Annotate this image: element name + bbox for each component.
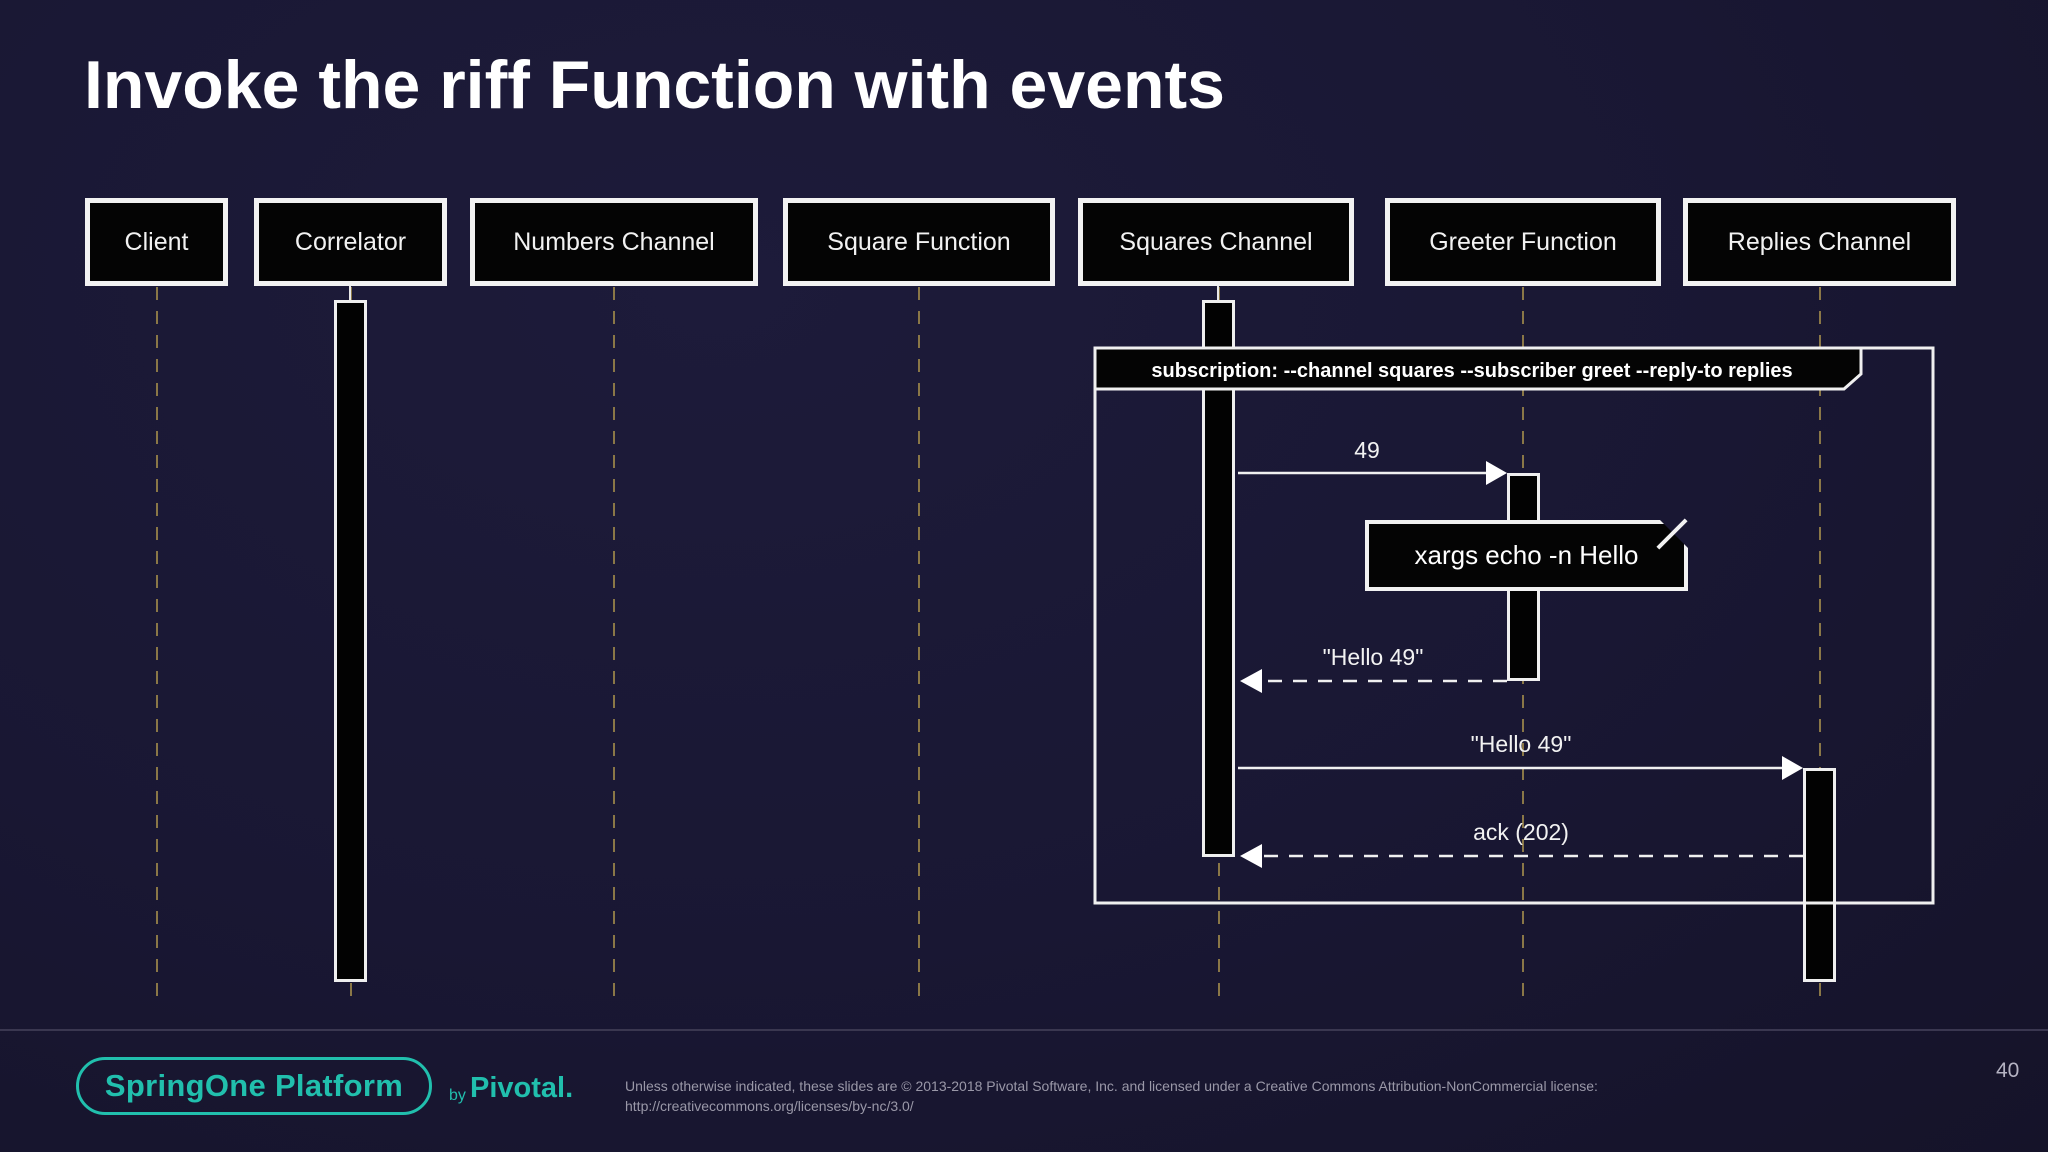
activation-stub-squares-channel <box>1217 286 1219 301</box>
actor-box-correlator: Correlator <box>254 198 447 286</box>
lifeline-numbers-channel <box>613 287 615 1005</box>
activation-correlator <box>334 300 367 982</box>
pivotal-logo-text: Pivotal. <box>470 1072 574 1104</box>
lifeline-square-function <box>918 287 920 1005</box>
actor-box-replies-channel: Replies Channel <box>1683 198 1956 286</box>
arrowhead-left-icon <box>1240 844 1262 868</box>
license-line-2: http://creativecommons.org/licenses/by-n… <box>625 1098 914 1114</box>
slide-title: Invoke the riff Function with events <box>84 47 1225 123</box>
actor-label: Square Function <box>827 227 1011 256</box>
license-line-1: Unless otherwise indicated, these slides… <box>625 1078 1598 1094</box>
actor-box-numbers-channel: Numbers Channel <box>470 198 758 286</box>
message-label-ack: ack (202) <box>1473 819 1569 845</box>
message-label-hello49: "Hello 49" <box>1471 731 1572 757</box>
arrowhead-left-icon <box>1240 669 1262 693</box>
springone-platform-logo: SpringOne Platform <box>76 1057 432 1115</box>
lifeline-client <box>156 287 158 1005</box>
actor-box-client: Client <box>85 198 228 286</box>
license-text: Unless otherwise indicated, these slides… <box>625 1076 1598 1116</box>
note-box: xargs echo -n Hello <box>1365 518 1688 591</box>
activation-replies-channel <box>1803 768 1836 982</box>
frame-label: subscription: --channel squares --subscr… <box>1151 360 1792 382</box>
page-number: 40 <box>1996 1059 2020 1082</box>
actor-box-squares-channel: Squares Channel <box>1078 198 1354 286</box>
actor-label: Replies Channel <box>1727 227 1912 256</box>
actor-label: Greeter Function <box>1429 227 1617 256</box>
arrowhead-right-icon <box>1486 461 1507 485</box>
activation-stub-correlator <box>349 286 351 301</box>
actor-label: Numbers Channel <box>513 227 715 256</box>
actor-label: Correlator <box>294 227 407 256</box>
message-label-49: 49 <box>1354 437 1380 463</box>
activation-squares-channel <box>1202 300 1235 857</box>
note-text: xargs echo -n Hello <box>1414 540 1639 570</box>
actor-label: Squares Channel <box>1119 227 1313 256</box>
arrowhead-right-icon <box>1782 756 1803 780</box>
message-label-hello49-return: "Hello 49" <box>1323 644 1424 670</box>
actor-label: Client <box>124 227 189 256</box>
actor-box-greeter-function: Greeter Function <box>1385 198 1661 286</box>
by-label: by <box>449 1087 466 1104</box>
actor-box-square-function: Square Function <box>783 198 1055 286</box>
springone-platform-logo-text: SpringOne Platform <box>104 1068 404 1103</box>
footer-divider <box>0 1029 2048 1031</box>
